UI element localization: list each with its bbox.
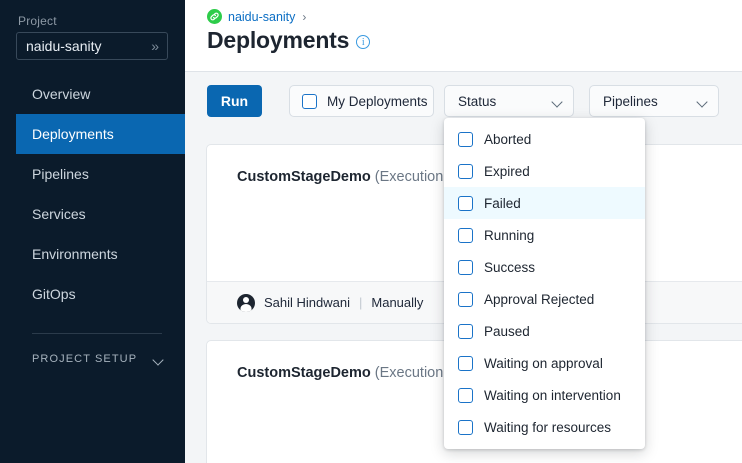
status-option-waiting-on-intervention[interactable]: Waiting on intervention <box>444 379 645 411</box>
sidebar: Project naidu-sanity » Overview Deployme… <box>0 0 185 463</box>
execution-card-title: CustomStageDemo (Execution Id <box>237 365 459 381</box>
sidebar-item-label: Deployments <box>32 126 114 142</box>
run-button[interactable]: Run <box>207 85 262 117</box>
info-icon[interactable]: i <box>356 35 371 49</box>
breadcrumb-project-link[interactable]: naidu-sanity <box>228 9 296 24</box>
toolbar: Run My Deployments Status Pipelines <box>185 72 742 128</box>
sidebar-item-label: Environments <box>32 246 118 262</box>
pipelines-filter-dropdown-button[interactable]: Pipelines <box>589 85 719 117</box>
chevron-down-icon <box>552 98 563 105</box>
status-option-paused[interactable]: Paused <box>444 315 645 347</box>
status-option-approval-rejected[interactable]: Approval Rejected <box>444 283 645 315</box>
breadcrumb-separator: › <box>302 9 307 24</box>
project-selector[interactable]: naidu-sanity » <box>16 32 168 60</box>
breadcrumb: naidu-sanity › <box>207 9 306 24</box>
status-option-label: Paused <box>484 323 530 339</box>
sidebar-item-label: Pipelines <box>32 166 89 182</box>
sidebar-item-gitops[interactable]: GitOps <box>0 274 185 314</box>
sidebar-item-label: Overview <box>32 86 91 102</box>
my-deployments-label: My Deployments <box>327 93 428 109</box>
status-option-aborted[interactable]: Aborted <box>444 123 645 155</box>
project-selector-name: naidu-sanity <box>26 38 102 54</box>
checkbox-icon[interactable] <box>458 387 473 403</box>
execution-author: Sahil Hindwani <box>264 295 350 310</box>
chevron-down-icon <box>697 98 708 105</box>
sidebar-item-pipelines[interactable]: Pipelines <box>0 154 185 194</box>
pipeline-name: CustomStageDemo <box>237 169 371 185</box>
sidebar-item-services[interactable]: Services <box>0 194 185 234</box>
checkbox-icon[interactable] <box>458 131 473 147</box>
status-option-label: Expired <box>484 163 530 179</box>
my-deployments-checkbox[interactable] <box>302 93 317 109</box>
execution-id-text: (Execution Id <box>374 169 460 185</box>
my-deployments-filter[interactable]: My Deployments <box>289 85 434 117</box>
pipelines-filter-label: Pipelines <box>603 93 658 109</box>
checkbox-icon[interactable] <box>458 163 473 179</box>
status-dropdown-menu[interactable]: Aborted Expired Failed Running Success A… <box>444 118 645 449</box>
sidebar-divider <box>32 333 162 334</box>
execution-card-title: CustomStageDemo (Execution Id <box>237 169 459 185</box>
status-option-label: Waiting on approval <box>484 355 603 371</box>
user-avatar-icon <box>237 293 255 312</box>
page-title: Deployments <box>207 27 350 53</box>
sidebar-item-overview[interactable]: Overview <box>0 74 185 114</box>
project-label: Project <box>18 14 57 28</box>
chevron-down-icon <box>153 356 164 363</box>
checkbox-icon[interactable] <box>458 323 473 339</box>
project-link-icon <box>207 9 222 24</box>
status-filter-label: Status <box>458 93 497 109</box>
status-option-label: Success <box>484 259 536 275</box>
pipeline-name: CustomStageDemo <box>237 365 371 381</box>
sidebar-nav: Overview Deployments Pipelines Services … <box>0 74 185 314</box>
double-chevron-right-icon: » <box>151 38 159 54</box>
checkbox-icon[interactable] <box>458 227 473 243</box>
status-option-label: Failed <box>484 195 521 211</box>
sidebar-item-label: Services <box>32 206 86 222</box>
page-title-row: Deployments i <box>207 27 371 54</box>
status-option-label: Running <box>484 227 535 243</box>
status-option-label: Waiting for resources <box>484 419 612 435</box>
sidebar-item-label: GitOps <box>32 286 76 302</box>
sidebar-item-deployments[interactable]: Deployments <box>0 114 185 154</box>
status-option-expired[interactable]: Expired <box>444 155 645 187</box>
footer-separator: | <box>359 295 363 310</box>
status-option-waiting-on-approval[interactable]: Waiting on approval <box>444 347 645 379</box>
execution-trigger-type: Manually <box>371 295 424 310</box>
status-option-label: Aborted <box>484 131 532 147</box>
project-setup-section-toggle[interactable]: PROJECT SETUP <box>32 346 164 372</box>
checkbox-icon[interactable] <box>458 291 473 307</box>
checkbox-icon[interactable] <box>458 259 473 275</box>
execution-id-text: (Execution Id <box>374 365 460 381</box>
status-option-waiting-for-resources[interactable]: Waiting for resources <box>444 411 645 443</box>
status-option-failed[interactable]: Failed <box>444 187 645 219</box>
status-option-success[interactable]: Success <box>444 251 645 283</box>
status-option-label: Approval Rejected <box>484 291 595 307</box>
checkbox-icon[interactable] <box>458 195 473 211</box>
checkbox-icon[interactable] <box>458 355 473 371</box>
sidebar-item-environments[interactable]: Environments <box>0 234 185 274</box>
project-setup-label: PROJECT SETUP <box>32 353 138 365</box>
status-option-running[interactable]: Running <box>444 219 645 251</box>
status-option-label: Waiting on intervention <box>484 387 621 403</box>
page-header: naidu-sanity › Deployments i <box>185 0 742 72</box>
checkbox-icon[interactable] <box>458 419 473 435</box>
status-filter-dropdown-button[interactable]: Status <box>444 85 574 117</box>
